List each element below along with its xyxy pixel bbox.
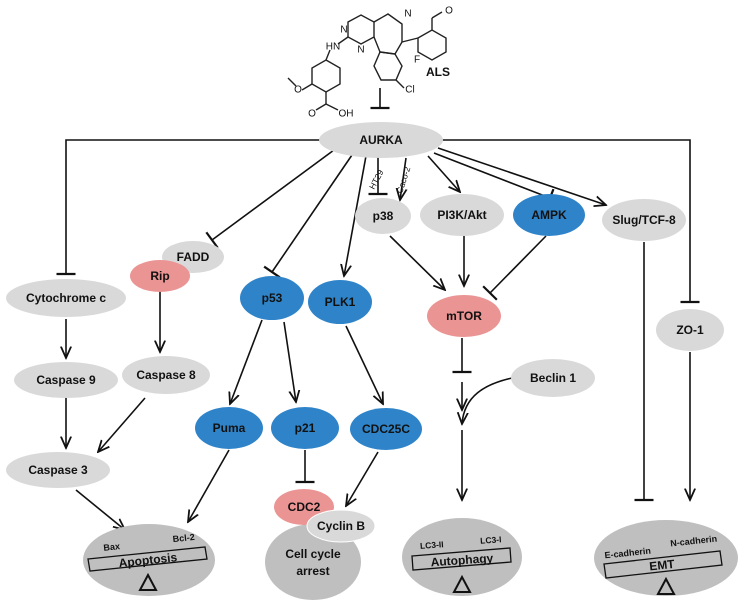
- node-p38-label: p38: [373, 209, 394, 223]
- node-puma-label: Puma: [213, 421, 246, 435]
- atom-hn: HN: [326, 42, 340, 53]
- node-caspase3[interactable]: Caspase 3: [6, 452, 110, 488]
- node-mtor[interactable]: mTOR: [427, 295, 501, 337]
- node-p21-label: p21: [295, 421, 316, 435]
- node-cdc2-label: CDC2: [288, 500, 321, 514]
- atom-o-methoxy: O: [294, 85, 302, 96]
- node-cytochrome-c-label: Cytochrome c: [26, 291, 106, 305]
- atom-cl: Cl: [405, 85, 414, 96]
- node-cyclin-b[interactable]: Cyclin B: [306, 509, 376, 543]
- node-zo1[interactable]: ZO-1: [656, 309, 724, 351]
- node-plk1-label: PLK1: [325, 295, 356, 309]
- edge-label-ht29: HT29: [367, 168, 386, 191]
- node-caspase9[interactable]: Caspase 9: [14, 362, 118, 398]
- node-cyclin-b-label: Cyclin B: [317, 519, 365, 533]
- node-beclin1-label: Beclin 1: [530, 371, 576, 385]
- emt-balance-beam: [603, 550, 723, 579]
- apoptosis-balance-beam: [87, 546, 208, 572]
- outcome-apoptosis[interactable]: Apoptosis Bax Bcl-2: [83, 524, 215, 596]
- node-plk1[interactable]: PLK1: [308, 280, 372, 324]
- cell-cycle-line2: arrest: [296, 564, 329, 578]
- drug-name: ALS: [426, 65, 450, 79]
- atom-o-carbonyl: O: [308, 109, 316, 120]
- node-aurka-label: AURKA: [359, 133, 403, 147]
- node-beclin1[interactable]: Beclin 1: [511, 359, 595, 397]
- node-cdc25c-label: CDC25C: [362, 422, 410, 436]
- edges: HT29 Caco-2: [56, 88, 700, 530]
- node-ampk[interactable]: AMPK: [513, 194, 585, 236]
- node-caspase9-label: Caspase 9: [36, 373, 96, 387]
- als-structure: N N N HN O O OH F Cl O ALS: [287, 6, 453, 120]
- cell-cycle-line1: Cell cycle: [285, 547, 341, 561]
- node-slug-tcf8[interactable]: Slug/TCF-8: [602, 199, 686, 241]
- node-rip[interactable]: Rip: [130, 260, 190, 292]
- autophagy-right-label: LC3-I: [480, 534, 502, 545]
- node-cytochrome-c[interactable]: Cytochrome c: [6, 279, 126, 317]
- node-p53-label: p53: [262, 291, 283, 305]
- atom-n2: N: [357, 45, 364, 56]
- atom-n1: N: [340, 25, 347, 36]
- emt-fulcrum-icon: [656, 576, 676, 595]
- node-fadd-label: FADD: [177, 250, 210, 264]
- emt-title: EMT: [649, 557, 676, 574]
- apoptosis-title: Apoptosis: [118, 550, 178, 570]
- node-ampk-label: AMPK: [531, 208, 567, 222]
- atom-oh: OH: [339, 109, 354, 120]
- node-pi3k-akt[interactable]: PI3K/Akt: [420, 194, 504, 236]
- apoptosis-fulcrum-icon: [138, 572, 158, 591]
- node-puma[interactable]: Puma: [195, 407, 263, 449]
- emt-left-label: E-cadherin: [604, 546, 651, 561]
- node-caspase3-label: Caspase 3: [28, 463, 88, 477]
- node-cdc25c[interactable]: CDC25C: [350, 408, 422, 450]
- node-mtor-label: mTOR: [446, 309, 482, 323]
- autophagy-title: Autophagy: [430, 551, 494, 569]
- apoptosis-left-label: Bax: [103, 541, 120, 553]
- outcome-emt[interactable]: EMT E-cadherin N-cadherin: [594, 520, 738, 596]
- node-pi3k-akt-label: PI3K/Akt: [437, 208, 486, 222]
- atom-f: F: [414, 55, 420, 66]
- node-caspase8-label: Caspase 8: [136, 368, 196, 382]
- atom-n3: N: [404, 9, 411, 20]
- node-aurka[interactable]: AURKA: [319, 122, 443, 158]
- edge-label-caco2: Caco-2: [394, 165, 412, 194]
- outcome-autophagy[interactable]: Autophagy LC3-II LC3-I: [402, 518, 522, 596]
- node-p53[interactable]: p53: [240, 276, 304, 320]
- outcome-cell-cycle-arrest[interactable]: Cell cycle arrest: [265, 524, 361, 600]
- emt-right-label: N-cadherin: [670, 534, 718, 549]
- node-p38[interactable]: p38: [355, 198, 411, 234]
- node-zo1-label: ZO-1: [676, 323, 704, 337]
- apoptosis-right-label: Bcl-2: [172, 532, 195, 544]
- node-caspase8[interactable]: Caspase 8: [122, 356, 210, 394]
- atom-o-aryl: O: [445, 6, 453, 17]
- autophagy-balance-beam: [411, 547, 512, 571]
- node-slug-tcf8-label: Slug/TCF-8: [612, 213, 676, 227]
- autophagy-fulcrum-icon: [452, 574, 472, 593]
- autophagy-left-label: LC3-II: [420, 539, 444, 551]
- node-p21[interactable]: p21: [271, 407, 339, 449]
- node-rip-label: Rip: [150, 269, 169, 283]
